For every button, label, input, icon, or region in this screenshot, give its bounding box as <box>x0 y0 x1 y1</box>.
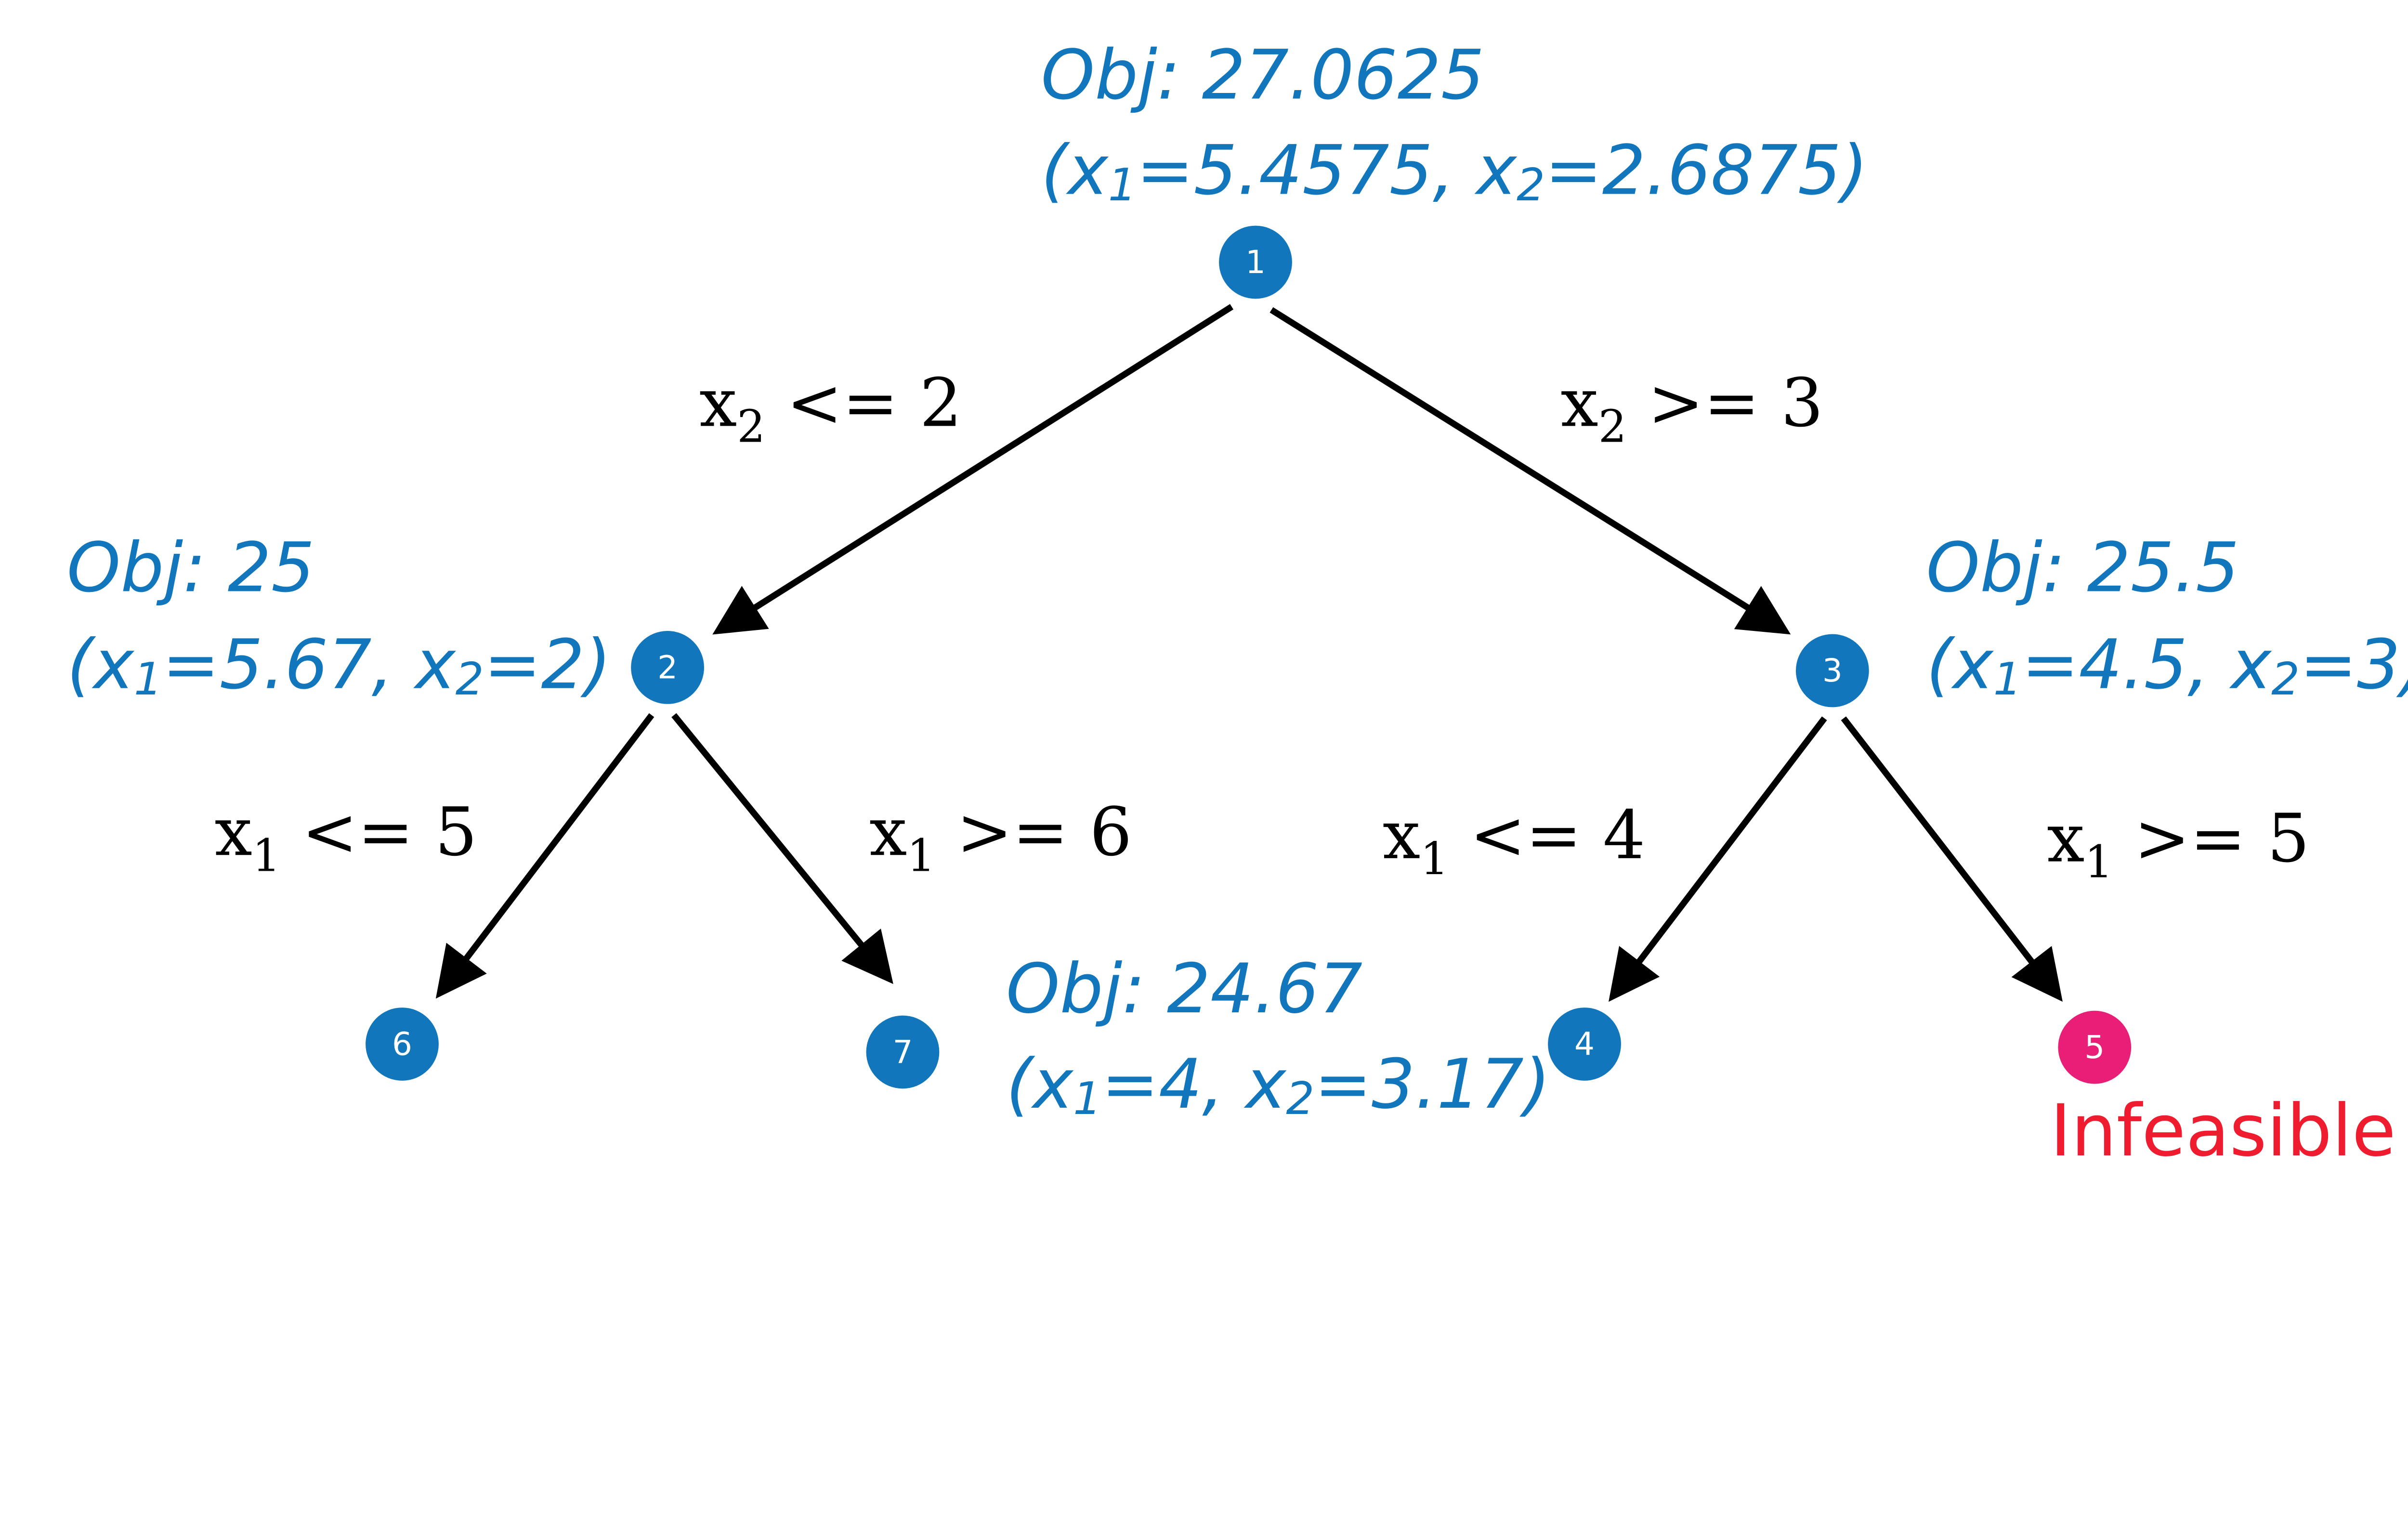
node-1-solution: (x1=5.4575, x2=2.6875) <box>1041 131 1868 211</box>
edge-label-1-3: x2 >= 3 <box>1561 364 1823 452</box>
node-5-status: Infeasible <box>2050 1089 2396 1173</box>
edge-label-3-4: x1 <= 4 <box>1383 796 1645 885</box>
edge-1-3 <box>1269 307 1791 635</box>
node-3: 3 <box>1795 634 1869 707</box>
svg-text:4: 4 <box>1574 1025 1595 1062</box>
node-6: 6 <box>366 1008 439 1081</box>
node-2-objective: Obj: 25 <box>67 528 315 608</box>
node-1-objective: Obj: 27.0625 <box>1041 36 1485 115</box>
edge-1-2 <box>712 304 1234 635</box>
svg-text:6: 6 <box>392 1025 412 1062</box>
svg-text:2: 2 <box>657 649 678 686</box>
svg-text:1: 1 <box>1245 244 1266 281</box>
node-1: 1 <box>1219 225 1292 299</box>
node-2: 2 <box>631 631 704 704</box>
edge-label-1-2: x2 <= 2 <box>699 364 962 452</box>
node-3-solution: (x1=4.5, x2=3) <box>1926 625 2408 705</box>
node-7-objective: Obj: 24.67 <box>1006 949 1362 1029</box>
svg-text:3: 3 <box>1822 652 1843 689</box>
edge-label-3-5: x1 >= 5 <box>2047 799 2309 888</box>
svg-text:7: 7 <box>892 1034 913 1071</box>
node-3-objective: Obj: 25.5 <box>1926 528 2239 608</box>
edge-label-2-6: x1 <= 5 <box>215 793 477 881</box>
edge-3-5 <box>1841 716 2063 1002</box>
node-2-solution: (x1=5.67, x2=2) <box>67 625 611 705</box>
node-7-solution: (x1=4, x2=3.17) <box>1006 1045 1550 1125</box>
edge-label-2-7: x1 >= 6 <box>869 793 1132 881</box>
svg-text:5: 5 <box>2084 1029 2105 1066</box>
node-4: 4 <box>1548 1008 1621 1081</box>
node-5: 5 <box>2058 1010 2132 1084</box>
edge-2-7 <box>671 713 893 984</box>
node-7: 7 <box>866 1015 940 1089</box>
edge-3-4 <box>1609 716 1827 1002</box>
edge-2-6 <box>435 713 654 999</box>
